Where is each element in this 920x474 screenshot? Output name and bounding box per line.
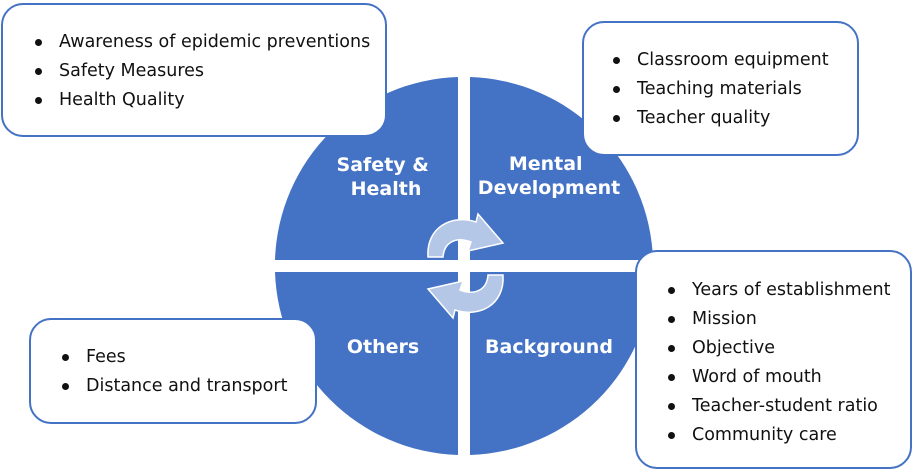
list-item: Objective xyxy=(664,334,910,363)
callout-mental-development: Classroom equipment Teaching materials T… xyxy=(582,21,859,156)
list-item: Mission xyxy=(664,305,910,334)
quadrant-label-others: Others xyxy=(347,336,419,358)
quadrant-mental-development xyxy=(470,77,653,260)
list-item: Safety Measures xyxy=(31,57,385,86)
quadrant-label-safety-health: Safety & Health xyxy=(337,154,436,200)
bullet-list: Classroom equipment Teaching materials T… xyxy=(609,46,857,133)
callout-others: Fees Distance and transport xyxy=(29,318,317,424)
quadrant-safety-health xyxy=(275,77,458,260)
bullet-list: Fees Distance and transport xyxy=(58,343,315,401)
cycle-arrows-icon xyxy=(426,212,505,320)
list-item: Teacher quality xyxy=(609,104,857,133)
list-item: Years of establishment xyxy=(664,276,910,305)
list-item: Distance and transport xyxy=(58,372,315,401)
callout-background: Years of establishment Mission Objective… xyxy=(635,250,912,469)
quadrant-label-background: Background xyxy=(485,336,613,358)
callout-safety-health: Awareness of epidemic preventions Safety… xyxy=(1,3,387,137)
bullet-list: Awareness of epidemic preventions Safety… xyxy=(31,28,385,115)
list-item: Classroom equipment xyxy=(609,46,857,75)
list-item: Teacher-student ratio xyxy=(664,392,910,421)
list-item: Community care xyxy=(664,421,910,450)
list-item: Fees xyxy=(58,343,315,372)
quadrant-label-mental-development: Mental Development xyxy=(478,153,620,199)
list-item: Awareness of epidemic preventions xyxy=(31,28,385,57)
list-item: Word of mouth xyxy=(664,363,910,392)
list-item: Teaching materials xyxy=(609,75,857,104)
list-item: Health Quality xyxy=(31,86,385,115)
quadrant-background xyxy=(470,272,653,455)
quadrant-others xyxy=(275,272,458,455)
bullet-list: Years of establishment Mission Objective… xyxy=(664,276,910,450)
